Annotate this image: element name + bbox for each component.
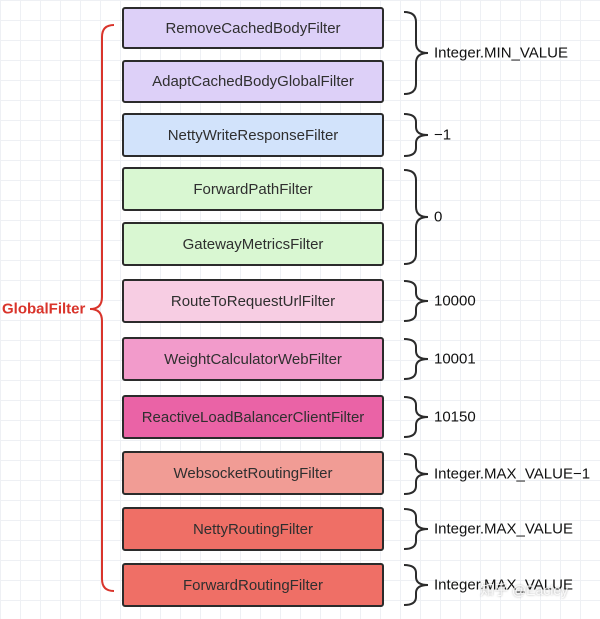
brace-max-value-forward (403, 564, 429, 606)
brace-10150 (403, 396, 429, 438)
filter-weight-calculator-web: WeightCalculatorWebFilter (122, 337, 384, 381)
filter-netty-write-response: NettyWriteResponseFilter (122, 113, 384, 157)
filter-forward-routing: ForwardRoutingFilter (122, 563, 384, 607)
filter-websocket-routing: WebsocketRoutingFilter (122, 451, 384, 495)
brace-max-value-minus-one (403, 453, 429, 495)
brace-max-value-netty (403, 508, 429, 550)
global-filter-label: GlobalFilter (2, 300, 86, 318)
brace-zero (403, 169, 429, 265)
filter-netty-routing: NettyRoutingFilter (122, 507, 384, 551)
filter-remove-cached-body: RemoveCachedBodyFilter (122, 7, 384, 49)
brace-min-value (403, 11, 429, 95)
watermark: 知乎 @Eacley (480, 582, 569, 598)
order-zero: 0 (434, 208, 443, 226)
order-max-value-netty: Integer.MAX_VALUE (434, 520, 573, 538)
filter-route-to-request-url: RouteToRequestUrlFilter (122, 279, 384, 323)
order-min-value: Integer.MIN_VALUE (434, 44, 568, 62)
filter-gateway-metrics: GatewayMetricsFilter (122, 222, 384, 266)
order-10001: 10001 (434, 350, 476, 368)
order-minus-one: −1 (434, 126, 452, 144)
brace-10000 (403, 280, 429, 322)
filter-forward-path: ForwardPathFilter (122, 167, 384, 211)
filter-adapt-cached-body-global: AdaptCachedBodyGlobalFilter (122, 60, 384, 103)
order-10150: 10150 (434, 408, 476, 426)
brace-10001 (403, 338, 429, 380)
order-max-value-minus-one: Integer.MAX_VALUE−1 (434, 465, 591, 483)
order-10000: 10000 (434, 292, 476, 310)
global-filter-brace (89, 24, 115, 592)
order-max-value-forward: Integer.MAX_VALUE (434, 576, 573, 594)
brace-minus-one (403, 113, 429, 157)
filter-reactive-load-balancer-client: ReactiveLoadBalancerClientFilter (122, 395, 384, 439)
